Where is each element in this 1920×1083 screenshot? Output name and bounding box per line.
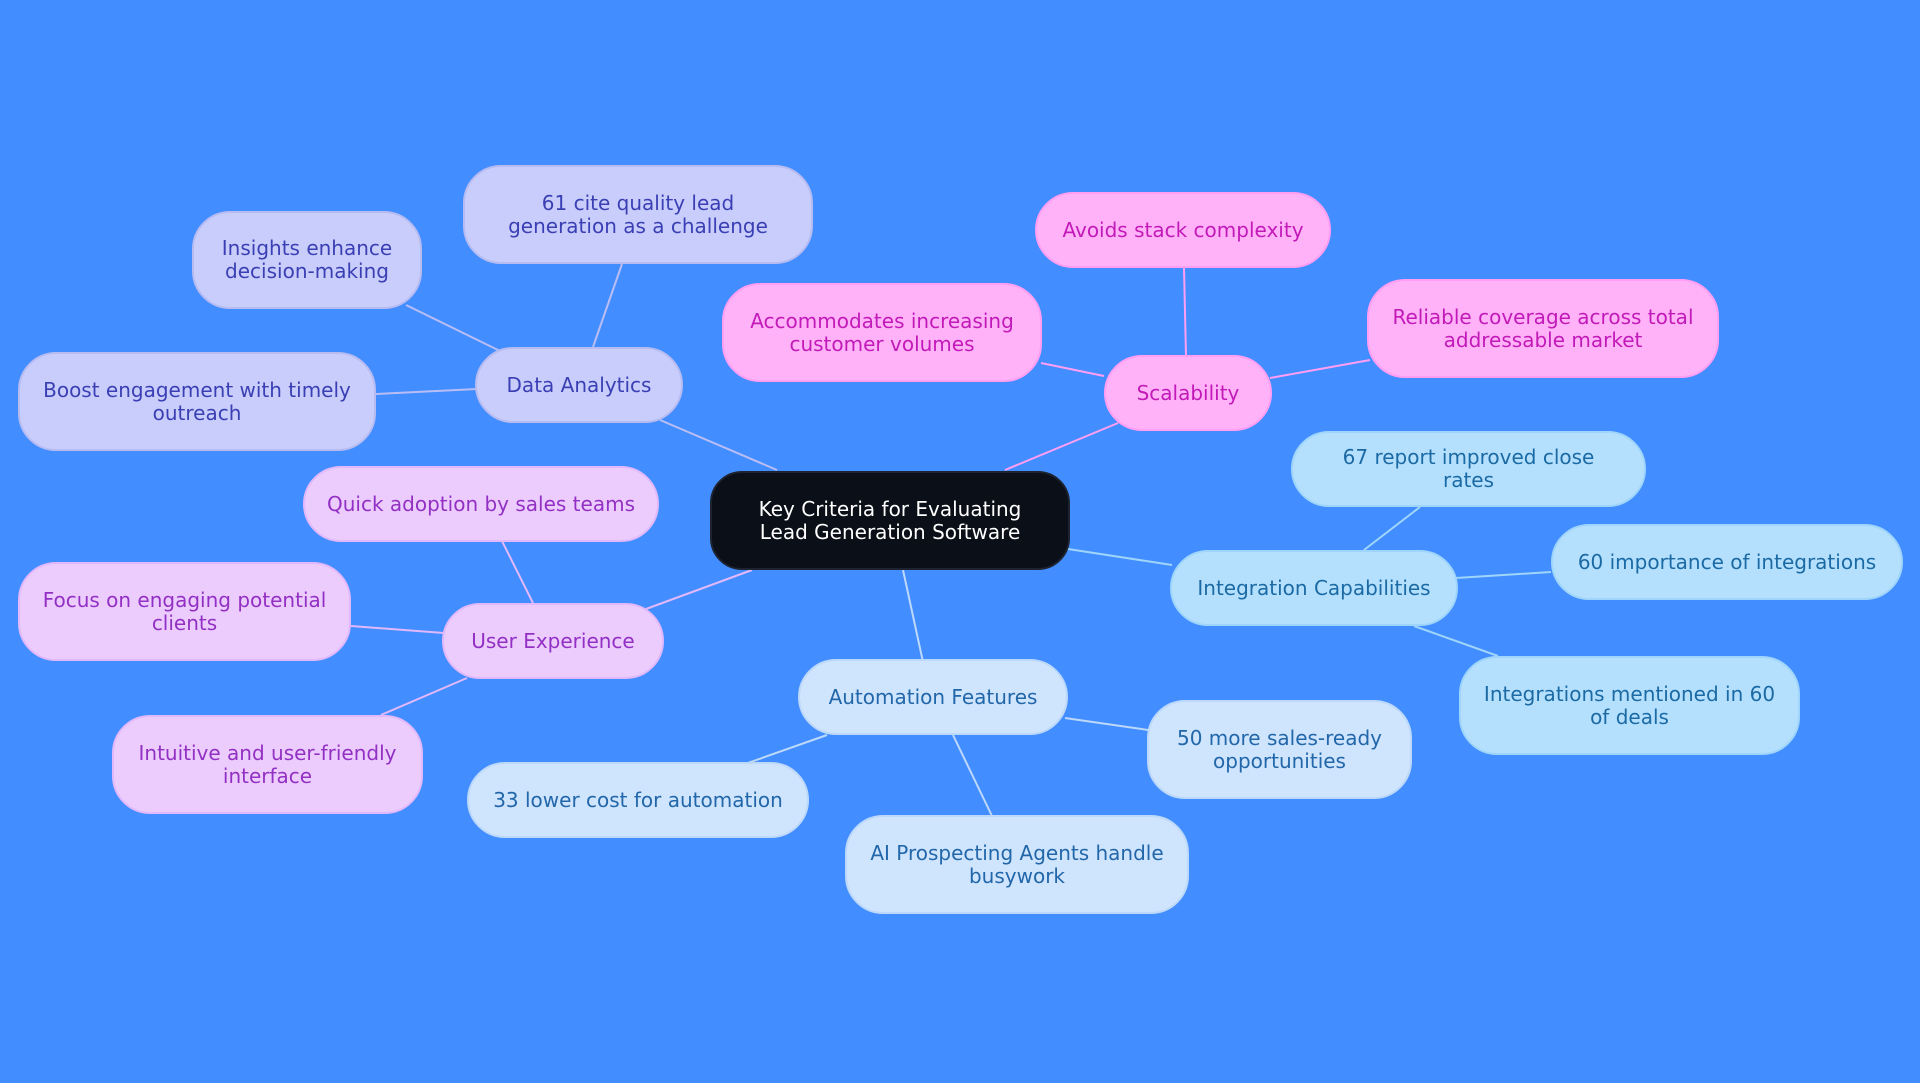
edge-analytics-2 — [405, 304, 501, 352]
branch-user-experience[interactable]: User Experience — [442, 603, 664, 679]
edge-ux-2 — [350, 625, 445, 634]
leaf-label: Avoids stack complexity — [1062, 217, 1304, 242]
edge-analytics-1 — [592, 263, 623, 348]
leaf-importance-of-integrations[interactable]: 60 importance of integrations — [1551, 524, 1903, 600]
edge-auto-1 — [1064, 717, 1149, 731]
leaf-label: 33 lower cost for automation — [493, 787, 783, 812]
leaf-quality-lead-generation[interactable]: 61 cite quality lead generation as a cha… — [463, 165, 813, 264]
leaf-label: 50 more sales-ready opportunities — [1176, 725, 1383, 773]
edge-auto-2 — [744, 734, 828, 765]
branch-label: User Experience — [471, 628, 635, 653]
leaf-quick-adoption[interactable]: Quick adoption by sales teams — [303, 466, 659, 542]
leaf-ai-prospecting-agents[interactable]: AI Prospecting Agents handle busywork — [845, 815, 1189, 914]
edge-analytics-3 — [375, 388, 478, 395]
leaf-label: 67 report improved close rates — [1342, 445, 1595, 492]
branch-label: Scalability — [1136, 380, 1240, 405]
root-node[interactable]: Key Criteria for Evaluating Lead Generat… — [710, 471, 1070, 570]
root-label: Key Criteria for Evaluating Lead Generat… — [758, 496, 1022, 544]
edge-root-integration — [1067, 548, 1173, 566]
leaf-integrations-in-deals[interactable]: Integrations mentioned in 60 of deals — [1459, 656, 1800, 755]
leaf-reliable-coverage[interactable]: Reliable coverage across total addressab… — [1367, 279, 1719, 378]
leaf-improved-close-rates[interactable]: 67 report improved close rates — [1291, 431, 1646, 507]
branch-data-analytics[interactable]: Data Analytics — [475, 347, 683, 423]
edge-integ-2 — [1455, 571, 1552, 579]
leaf-sales-ready-opportunities[interactable]: 50 more sales-ready opportunities — [1147, 700, 1412, 799]
leaf-label: AI Prospecting Agents handle busywork — [870, 840, 1164, 888]
leaf-accommodates-customer-volumes[interactable]: Accommodates increasing customer volumes — [722, 283, 1042, 382]
edge-ux-1 — [501, 540, 534, 604]
edge-root-scalability — [1004, 422, 1119, 471]
leaf-label: Reliable coverage across total addressab… — [1392, 304, 1694, 352]
leaf-boost-engagement[interactable]: Boost engagement with timely outreach — [18, 352, 376, 451]
branch-label: Integration Capabilities — [1197, 575, 1431, 600]
edge-integ-3 — [1413, 625, 1499, 657]
leaf-label: Focus on engaging potential clients — [42, 587, 327, 635]
leaf-intuitive-interface[interactable]: Intuitive and user-friendly interface — [112, 715, 423, 814]
branch-label: Data Analytics — [506, 372, 652, 397]
leaf-label: 61 cite quality lead generation as a cha… — [508, 190, 768, 238]
edge-scal-2 — [1040, 362, 1105, 377]
leaf-label: Intuitive and user-friendly interface — [138, 740, 397, 788]
leaf-engaging-potential-clients[interactable]: Focus on engaging potential clients — [18, 562, 351, 661]
edge-scal-1 — [1183, 267, 1187, 357]
leaf-label: Insights enhance decision-making — [221, 236, 393, 283]
edge-auto-3 — [952, 734, 993, 817]
branch-label: Automation Features — [828, 684, 1038, 709]
leaf-label: Quick adoption by sales teams — [327, 491, 635, 516]
branch-automation-features[interactable]: Automation Features — [798, 659, 1068, 735]
edge-integ-1 — [1363, 506, 1421, 551]
edge-root-automation — [902, 569, 924, 663]
leaf-insights-decision-making[interactable]: Insights enhance decision-making — [192, 211, 422, 309]
leaf-label: 60 importance of integrations — [1577, 549, 1877, 574]
branch-scalability[interactable]: Scalability — [1104, 355, 1272, 431]
edge-root-ux — [645, 569, 753, 610]
leaf-lower-cost-automation[interactable]: 33 lower cost for automation — [467, 762, 809, 838]
edge-scal-3 — [1269, 359, 1371, 379]
edge-ux-3 — [380, 677, 468, 716]
leaf-label: Integrations mentioned in 60 of deals — [1483, 681, 1776, 729]
leaf-avoids-stack-complexity[interactable]: Avoids stack complexity — [1035, 192, 1331, 268]
edge-root-analytics — [659, 419, 778, 471]
branch-integration-capabilities[interactable]: Integration Capabilities — [1170, 550, 1458, 626]
leaf-label: Accommodates increasing customer volumes — [750, 308, 1014, 356]
leaf-label: Boost engagement with timely outreach — [43, 377, 351, 425]
